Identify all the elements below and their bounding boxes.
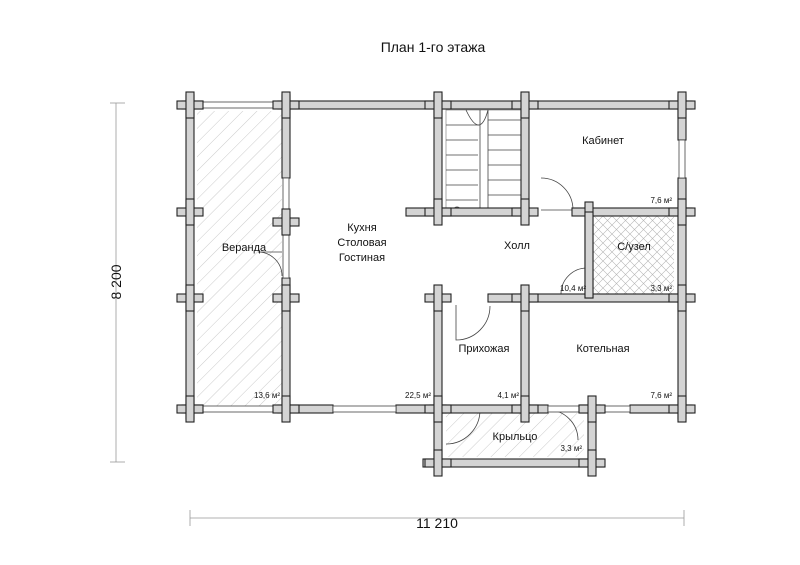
- area-veranda: 13,6 м²: [254, 391, 280, 400]
- room-name-kitchen-3: Гостиная: [339, 252, 385, 264]
- log-end-v-5: [185, 198, 195, 226]
- room-name-kitchen-2: Столовая: [337, 237, 386, 249]
- log-end-v-7: [185, 284, 195, 312]
- area-porch: 3,3 м²: [560, 444, 582, 453]
- wall-v-0: [185, 94, 195, 420]
- wall-h-9: [405, 207, 526, 217]
- room-name-hall: Холл: [504, 240, 530, 252]
- log-end-v-19: [520, 198, 530, 226]
- log-end-v-18: [433, 198, 443, 226]
- wc-partition: [584, 211, 594, 299]
- walls: [176, 91, 696, 477]
- wall-h-1: [277, 100, 693, 110]
- staircase: [445, 109, 522, 213]
- area-hall: 10,4 м²: [560, 284, 586, 293]
- log-end-v-12: [520, 395, 530, 423]
- room-name-porch: Крыльцо: [493, 431, 538, 443]
- area-kitchen: 22,5 м²: [405, 391, 431, 400]
- log-end-v-17: [677, 198, 687, 226]
- log-end-v-3: [520, 91, 530, 119]
- wc-hatch: [592, 215, 674, 295]
- log-end-v-13: [677, 395, 687, 423]
- log-end-v-9: [185, 395, 195, 423]
- log-end-v-20: [433, 449, 443, 477]
- area-entry: 4,1 м²: [497, 391, 519, 400]
- area-wc: 3,3 м²: [650, 284, 672, 293]
- room-name-study: Кабинет: [582, 135, 624, 147]
- window-h-2: [332, 405, 397, 413]
- dimension-width: 11 210: [416, 515, 458, 531]
- log-end-v-15: [520, 284, 530, 312]
- plan-title: План 1-го этажа: [381, 39, 486, 55]
- room-name-wc: С/узел: [617, 241, 651, 253]
- room-name-kitchen-1: Кухня: [347, 222, 376, 234]
- dimension-lines: [110, 102, 685, 526]
- veranda-hatch: [197, 111, 282, 406]
- log-end-v-2: [433, 91, 443, 119]
- room-name-entry: Прихожая: [459, 343, 510, 355]
- log-end-v-21: [587, 449, 597, 477]
- area-boiler: 7,6 м²: [650, 391, 672, 400]
- door-swings: [257, 177, 588, 445]
- window-v-0: [678, 139, 686, 179]
- log-end-v-22: [587, 395, 597, 423]
- log-end-v-16: [677, 284, 687, 312]
- log-end-v-14: [433, 284, 443, 312]
- log-end-v-10: [281, 395, 291, 423]
- wall-v-4: [433, 291, 443, 464]
- log-end-v-8: [281, 284, 291, 312]
- log-end-v-4: [677, 91, 687, 119]
- room-name-veranda: Веранда: [222, 242, 267, 254]
- window-h-1: [202, 405, 279, 413]
- log-end-v-6: [281, 208, 291, 236]
- log-end-v-1: [281, 91, 291, 119]
- dimension-height: 8 200: [108, 264, 124, 299]
- log-end-v-11: [433, 395, 443, 423]
- area-study: 7,6 м²: [650, 196, 672, 205]
- log-end-v-0: [185, 91, 195, 119]
- window-h-0: [202, 101, 279, 109]
- room-name-boiler: Котельная: [576, 343, 629, 355]
- window-h-3: [547, 405, 581, 413]
